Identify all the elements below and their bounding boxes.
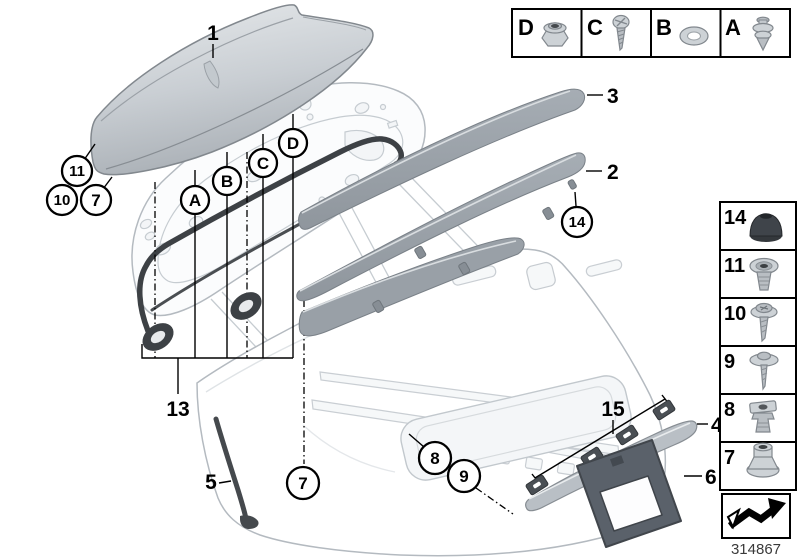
- svg-text:9: 9: [724, 351, 735, 373]
- washer-icon: [679, 26, 709, 46]
- legend-cell-B[interactable]: B: [656, 15, 709, 46]
- finisher-strip-top[interactable]: [298, 88, 586, 230]
- callout-7-lower[interactable]: 7: [285, 465, 321, 501]
- svg-text:7: 7: [724, 447, 735, 469]
- panel-corner-pocket: [526, 261, 556, 291]
- strip-clip: [372, 299, 385, 313]
- legend-cell-7[interactable]: 7: [724, 442, 780, 478]
- legend-cell-9[interactable]: 9: [724, 351, 779, 391]
- fastener-legend-right: 14 11 10: [719, 201, 797, 491]
- strip-clip: [567, 179, 577, 190]
- panel-slot: [585, 259, 623, 277]
- strip-clip: [414, 245, 427, 259]
- leader-11: [83, 143, 96, 161]
- svg-text:7: 7: [91, 191, 100, 210]
- callout-B[interactable]: B: [211, 165, 243, 197]
- finisher-strip-lower[interactable]: [298, 237, 525, 337]
- callout-15[interactable]: 15: [601, 398, 625, 421]
- blind-rivet-icon: [749, 257, 779, 291]
- strip-clip: [458, 261, 471, 275]
- link-arrow-icon: [726, 498, 786, 530]
- leader-8: [408, 433, 425, 448]
- leader-5: [218, 480, 232, 484]
- callout-9[interactable]: 9: [446, 458, 482, 494]
- legend-cell-8[interactable]: 8: [724, 399, 777, 433]
- finisher-strip-middle[interactable]: [296, 152, 586, 302]
- svg-text:14: 14: [569, 214, 586, 231]
- legend-cell-A[interactable]: A: [725, 15, 774, 52]
- fastener-legend-top: D C B A: [511, 8, 791, 58]
- svg-text:A: A: [725, 15, 741, 40]
- grommet[interactable]: [225, 286, 267, 325]
- callout-C[interactable]: C: [247, 147, 279, 179]
- legend-cell-10[interactable]: 10: [724, 302, 778, 343]
- tapping-screw-icon: [612, 14, 630, 52]
- callout-6[interactable]: 6: [705, 466, 717, 489]
- svg-text:A: A: [189, 191, 201, 210]
- license-plate-recess: [400, 375, 632, 481]
- link-arrow-box[interactable]: [721, 493, 791, 539]
- expanding-rivet-icon: [752, 16, 774, 52]
- svg-text:7: 7: [298, 474, 307, 493]
- svg-text:9: 9: [459, 467, 468, 486]
- position-leader-lines: [141, 152, 305, 464]
- callout-3[interactable]: 3: [607, 85, 619, 108]
- callout-2[interactable]: 2: [607, 161, 619, 184]
- callout-10[interactable]: 10: [45, 183, 79, 217]
- svg-text:C: C: [587, 15, 603, 40]
- callout-14[interactable]: 14: [560, 205, 594, 239]
- callout-D[interactable]: D: [277, 127, 309, 159]
- spacer-nut-icon: [746, 442, 780, 478]
- svg-text:11: 11: [724, 255, 745, 277]
- legend-cell-14[interactable]: 14: [724, 207, 783, 242]
- svg-text:D: D: [518, 15, 534, 40]
- grommet[interactable]: [137, 317, 179, 356]
- svg-text:8: 8: [430, 449, 439, 468]
- screw-with-washer-icon: [750, 302, 778, 343]
- legend-cell-D[interactable]: D: [518, 15, 569, 47]
- legend-cell-11[interactable]: 11: [724, 255, 779, 291]
- callout-11[interactable]: 11: [60, 154, 94, 188]
- spoiler-dimple: [203, 60, 220, 89]
- callout-8[interactable]: 8: [417, 440, 453, 476]
- svg-text:8: 8: [724, 399, 735, 421]
- buffer-grommet-icon: [749, 213, 783, 242]
- svg-text:10: 10: [724, 303, 746, 325]
- svg-text:B: B: [221, 172, 233, 191]
- callout-5[interactable]: 5: [205, 471, 217, 494]
- svg-text:11: 11: [69, 163, 85, 180]
- flange-nut-icon: [541, 22, 569, 47]
- legend-cell-C[interactable]: C: [587, 14, 630, 52]
- svg-text:14: 14: [724, 207, 747, 229]
- water-channel-strip[interactable]: [213, 416, 259, 529]
- license-plate-base[interactable]: [576, 439, 682, 548]
- svg-text:B: B: [656, 15, 672, 40]
- svg-text:C: C: [257, 154, 269, 173]
- spoiler[interactable]: [90, 4, 374, 176]
- plate-slot: [609, 455, 625, 467]
- callout-1[interactable]: 1: [207, 22, 219, 45]
- leader-14: [574, 191, 577, 207]
- part-number: 314867: [731, 541, 781, 558]
- callout-13[interactable]: 13: [166, 398, 189, 421]
- svg-text:D: D: [287, 134, 299, 153]
- svg-text:10: 10: [54, 192, 71, 209]
- screw-with-flat-washer-icon: [749, 351, 779, 391]
- strip-clip: [542, 206, 555, 220]
- callout-7-left[interactable]: 7: [79, 183, 113, 217]
- callout-A[interactable]: A: [179, 184, 211, 216]
- expanding-nut-icon: [749, 400, 777, 433]
